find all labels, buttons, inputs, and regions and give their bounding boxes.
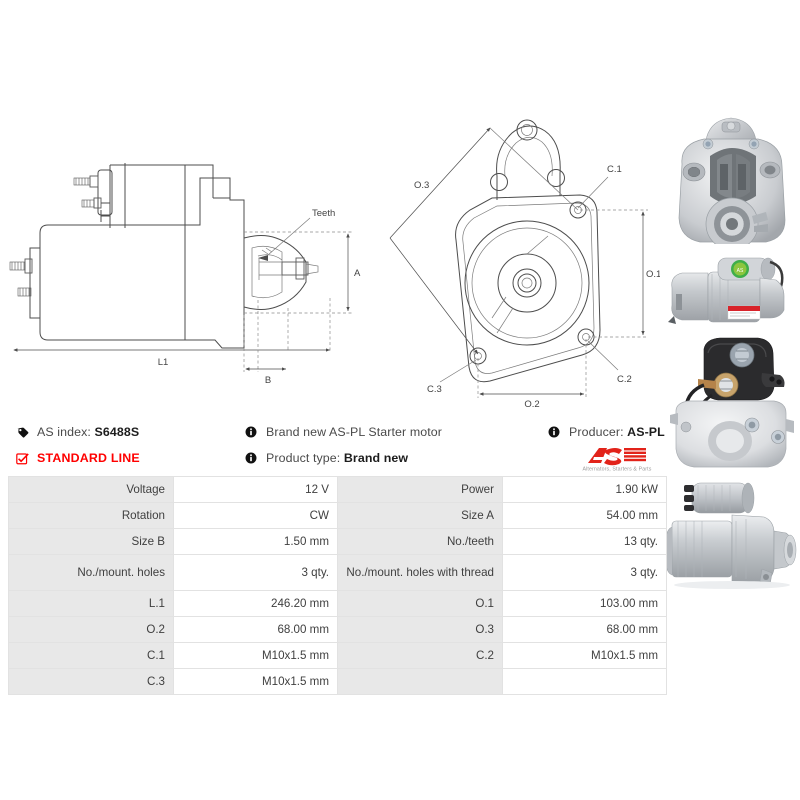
spec-key: O.2 <box>8 616 174 644</box>
spec-key: O.1 <box>337 590 503 618</box>
spec-key: C.1 <box>8 642 174 670</box>
label-l1: L1 <box>158 357 169 368</box>
as-index-row: AS index: S6488S <box>16 421 139 443</box>
product-photo-angled-full[interactable]: AS <box>662 244 800 329</box>
as-pl-logo-tagline: Alternators, Starters & Parts <box>582 466 652 472</box>
product-photo-solenoid-rear[interactable] <box>662 329 800 469</box>
technical-drawings: .ln { fill:none; stroke:#4d4d4d; stroke-… <box>0 0 660 412</box>
spec-value: 3 qty. <box>173 554 338 592</box>
as-index-value: S6488S <box>94 425 140 439</box>
spec-key <box>337 668 503 696</box>
product-photo-gallery: AS <box>662 112 800 672</box>
standard-line-text: STANDARD LINE <box>37 451 140 465</box>
as-index-label: AS index: <box>37 425 91 439</box>
spec-value: 3 qty. <box>502 554 667 592</box>
product-description-text: Brand new AS-PL Starter motor <box>266 425 442 439</box>
spec-key: Size A <box>337 502 503 530</box>
product-description-row: Brand new AS-PL Starter motor <box>245 421 442 443</box>
product-type-value: Brand new <box>343 451 409 465</box>
label-c1: C.1 <box>607 164 622 175</box>
spec-value <box>502 668 667 696</box>
label-o2: O.2 <box>524 399 539 410</box>
producer-label: Producer: <box>569 425 624 439</box>
front-view-drawing: C.1 C.2 C.3 O.1 O.2 <box>389 119 660 410</box>
spec-key: No./teeth <box>337 528 503 556</box>
spec-value: M10x1.5 mm <box>173 642 338 670</box>
svg-text:AS: AS <box>737 268 744 274</box>
checkbox-check-icon <box>16 452 31 465</box>
spec-key: Size B <box>8 528 174 556</box>
product-type-row: Product type: Brand new <box>245 447 408 469</box>
tag-icon <box>16 426 31 439</box>
spec-value: 68.00 mm <box>502 616 667 644</box>
spec-key: C.3 <box>8 668 174 696</box>
info-icon <box>245 452 260 464</box>
standard-line-badge: STANDARD LINE <box>16 447 140 469</box>
as-pl-logo-mark <box>588 448 646 466</box>
side-view-drawing: Teeth A L1 B <box>9 163 361 386</box>
producer-row: Producer: AS-PL <box>548 421 665 443</box>
spec-value: 12 V <box>173 475 338 504</box>
spec-value: 54.00 mm <box>502 502 667 530</box>
info-icon <box>548 426 563 438</box>
spec-key: Rotation <box>8 502 174 530</box>
label-a: A <box>354 268 361 279</box>
label-c2: C.2 <box>617 374 632 385</box>
drawings-svg: .ln { fill:none; stroke:#4d4d4d; stroke-… <box>9 119 660 410</box>
spec-value: M10x1.5 mm <box>502 642 667 670</box>
spec-key: Voltage <box>8 475 174 504</box>
hole-c3 <box>469 347 487 365</box>
spec-key: C.2 <box>337 642 503 670</box>
label-b: B <box>265 375 271 386</box>
label-c3: C.3 <box>427 384 442 395</box>
spec-value: 1.50 mm <box>173 528 338 556</box>
spec-value: 1.90 kW <box>502 475 667 504</box>
spec-value: 246.20 mm <box>173 590 338 618</box>
label-o3: O.3 <box>414 180 429 191</box>
spec-key: No./mount. holes with thread <box>337 554 503 592</box>
as-index-text: AS index: S6488S <box>37 425 139 439</box>
as-pl-logo: Alternators, Starters & Parts <box>582 446 651 474</box>
product-type-text: Product type: Brand new <box>266 451 408 465</box>
product-info-bar: AS index: S6488S STANDARD LINE Brand new… <box>0 418 665 472</box>
spec-value: 68.00 mm <box>173 616 338 644</box>
info-icon <box>245 426 260 438</box>
label-o1: O.1 <box>646 269 660 280</box>
spec-key: Power <box>337 475 503 504</box>
product-photo-side-full[interactable] <box>662 469 800 609</box>
spec-value: CW <box>173 502 338 530</box>
product-type-label: Product type: <box>266 451 341 465</box>
producer-text: Producer: AS-PL <box>569 425 665 439</box>
spec-key: No./mount. holes <box>8 554 174 592</box>
producer-value: AS-PL <box>627 425 665 439</box>
spec-value: 103.00 mm <box>502 590 667 618</box>
label-teeth: Teeth <box>312 208 335 219</box>
spec-key: O.3 <box>337 616 503 644</box>
spec-key: L.1 <box>8 590 174 618</box>
spec-value: 13 qty. <box>502 528 667 556</box>
hole-c2 <box>577 328 595 346</box>
spec-value: M10x1.5 mm <box>173 668 338 696</box>
product-photo-front-housing[interactable] <box>662 112 800 244</box>
